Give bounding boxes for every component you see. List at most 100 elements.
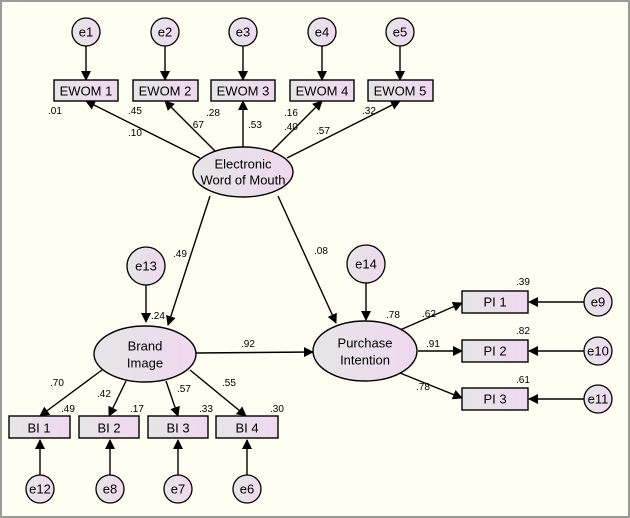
construct-bi-ellipse (93, 325, 197, 383)
arrow-ewom-pi (277, 195, 337, 324)
path-bi-pi: .92 (241, 339, 255, 350)
construct-bi-label-line1: Brand (128, 339, 163, 354)
error-circle-e9 (583, 287, 613, 317)
indicator-box-ewom4 (289, 79, 355, 102)
error-circle-e11 (583, 384, 613, 414)
indicator-label-pi3: PI 3 (483, 392, 506, 407)
indicator-label-bi4: BI 4 (235, 421, 258, 436)
loading-ewom3: .53 (248, 120, 262, 131)
construct-bi-label-line2: Image (127, 356, 163, 371)
r2-bi1: .49 (61, 404, 75, 415)
path-ewom-pi: .08 (314, 246, 328, 257)
error-label-e10: e10 (587, 344, 609, 359)
loading-bi3: .57 (177, 384, 191, 395)
arrow-ewom-ewom4 (271, 100, 323, 152)
arrow-bi-bi4 (189, 369, 247, 417)
indicator-label-ewom4: EWOM 4 (296, 84, 349, 99)
loading-bi1: .70 (50, 378, 64, 389)
indicator-box-bi1 (8, 415, 71, 439)
construct-pi-label-line2: Intention (340, 353, 390, 368)
indicator-box-pi3 (461, 387, 529, 411)
indicator-label-bi1: BI 1 (27, 421, 50, 436)
error-label-e4: e4 (315, 25, 329, 40)
error-label-e1: e1 (79, 25, 93, 40)
construct-ewom-label-line1: Electronic (214, 157, 272, 172)
r2-bi3: .33 (199, 404, 213, 415)
error-circle-e3 (228, 17, 258, 47)
disturbance-circle-e14 (346, 244, 386, 284)
r2-pi3: .61 (516, 375, 530, 386)
disturbance-label-e14: e14 (355, 257, 377, 272)
r2-bi2: .17 (130, 404, 144, 415)
indicator-box-pi2 (461, 339, 529, 363)
error-circle-e1 (71, 17, 101, 47)
arrow-pi-pi3 (399, 372, 463, 400)
r2-pi: .78 (386, 310, 400, 321)
r2-pi2: .82 (516, 326, 530, 337)
r2-ewom1: .01 (48, 106, 62, 117)
loading-ewom5: .57 (316, 126, 330, 137)
indicator-box-bi2 (78, 415, 140, 439)
arrow-ewom-ewom5 (286, 100, 401, 159)
path-ewom-bi: .49 (173, 249, 187, 260)
construct-pi-ellipse (312, 320, 418, 382)
indicator-label-ewom1: EWOM 1 (60, 84, 113, 99)
error-label-e12: e12 (29, 482, 51, 497)
error-circle-e5 (385, 17, 415, 47)
indicator-label-pi1: PI 1 (483, 295, 506, 310)
r2-pi1: .39 (516, 277, 530, 288)
arrow-ewom-ewom1 (85, 100, 201, 159)
construct-pi-label-line1: Purchase (338, 336, 393, 351)
loading-pi1: .62 (422, 309, 436, 320)
arrow-pi-pi1 (399, 302, 463, 331)
error-label-e5: e5 (393, 25, 407, 40)
indicator-box-ewom2 (132, 79, 199, 102)
indicator-label-pi2: PI 2 (483, 344, 506, 359)
error-circle-e10 (583, 336, 613, 366)
disturbance-circle-e13 (126, 246, 166, 286)
indicator-box-bi4 (215, 415, 279, 439)
r2-bi4: .30 (270, 404, 284, 415)
r2-ewom5: .32 (362, 106, 376, 117)
r2-ewom4: .40 (284, 122, 298, 133)
loading-pi2: .91 (426, 339, 440, 350)
loading-pi3: .78 (416, 382, 430, 393)
r2-bi: .24 (151, 311, 165, 322)
error-circle-e12 (25, 474, 55, 504)
error-circle-e2 (150, 17, 180, 47)
error-label-e9: e9 (591, 295, 605, 310)
error-circle-e6 (232, 474, 262, 504)
error-label-e8: e8 (103, 482, 117, 497)
loading-bi2: .42 (97, 389, 111, 400)
indicator-box-ewom3 (210, 79, 276, 102)
indicator-label-ewom3: EWOM 3 (217, 84, 270, 99)
indicator-box-bi3 (147, 415, 209, 439)
error-label-e6: e6 (240, 482, 254, 497)
construct-ewom-label-line2: Word of Mouth (200, 173, 285, 188)
r2-ewom2: .10 (128, 128, 142, 139)
error-circle-e7 (163, 474, 193, 504)
arrow-bi-pi (195, 347, 314, 358)
indicator-box-ewom1 (53, 79, 119, 102)
arrow-ewom-ewom2 (164, 100, 216, 152)
arrow-bi-bi3 (165, 380, 180, 417)
arrow-bi-bi2 (108, 380, 127, 417)
r2-ewom3: .28 (206, 108, 220, 119)
indicator-box-ewom5 (367, 79, 434, 102)
error-label-e2: e2 (158, 25, 172, 40)
loading-ewom2: .67 (190, 120, 204, 131)
disturbance-label-e13: e13 (135, 259, 157, 274)
loading-ewom4: .16 (284, 108, 298, 119)
loading-ewom1: .45 (128, 106, 142, 117)
error-circle-e8 (95, 474, 125, 504)
arrows-layer (35, 46, 584, 475)
error-label-e11: e11 (588, 392, 609, 407)
error-circle-e4 (307, 17, 337, 47)
indicator-label-ewom2: EWOM 2 (139, 84, 192, 99)
error-label-e3: e3 (236, 25, 250, 40)
error-label-e7: e7 (171, 482, 185, 497)
indicator-box-pi1 (461, 290, 529, 314)
